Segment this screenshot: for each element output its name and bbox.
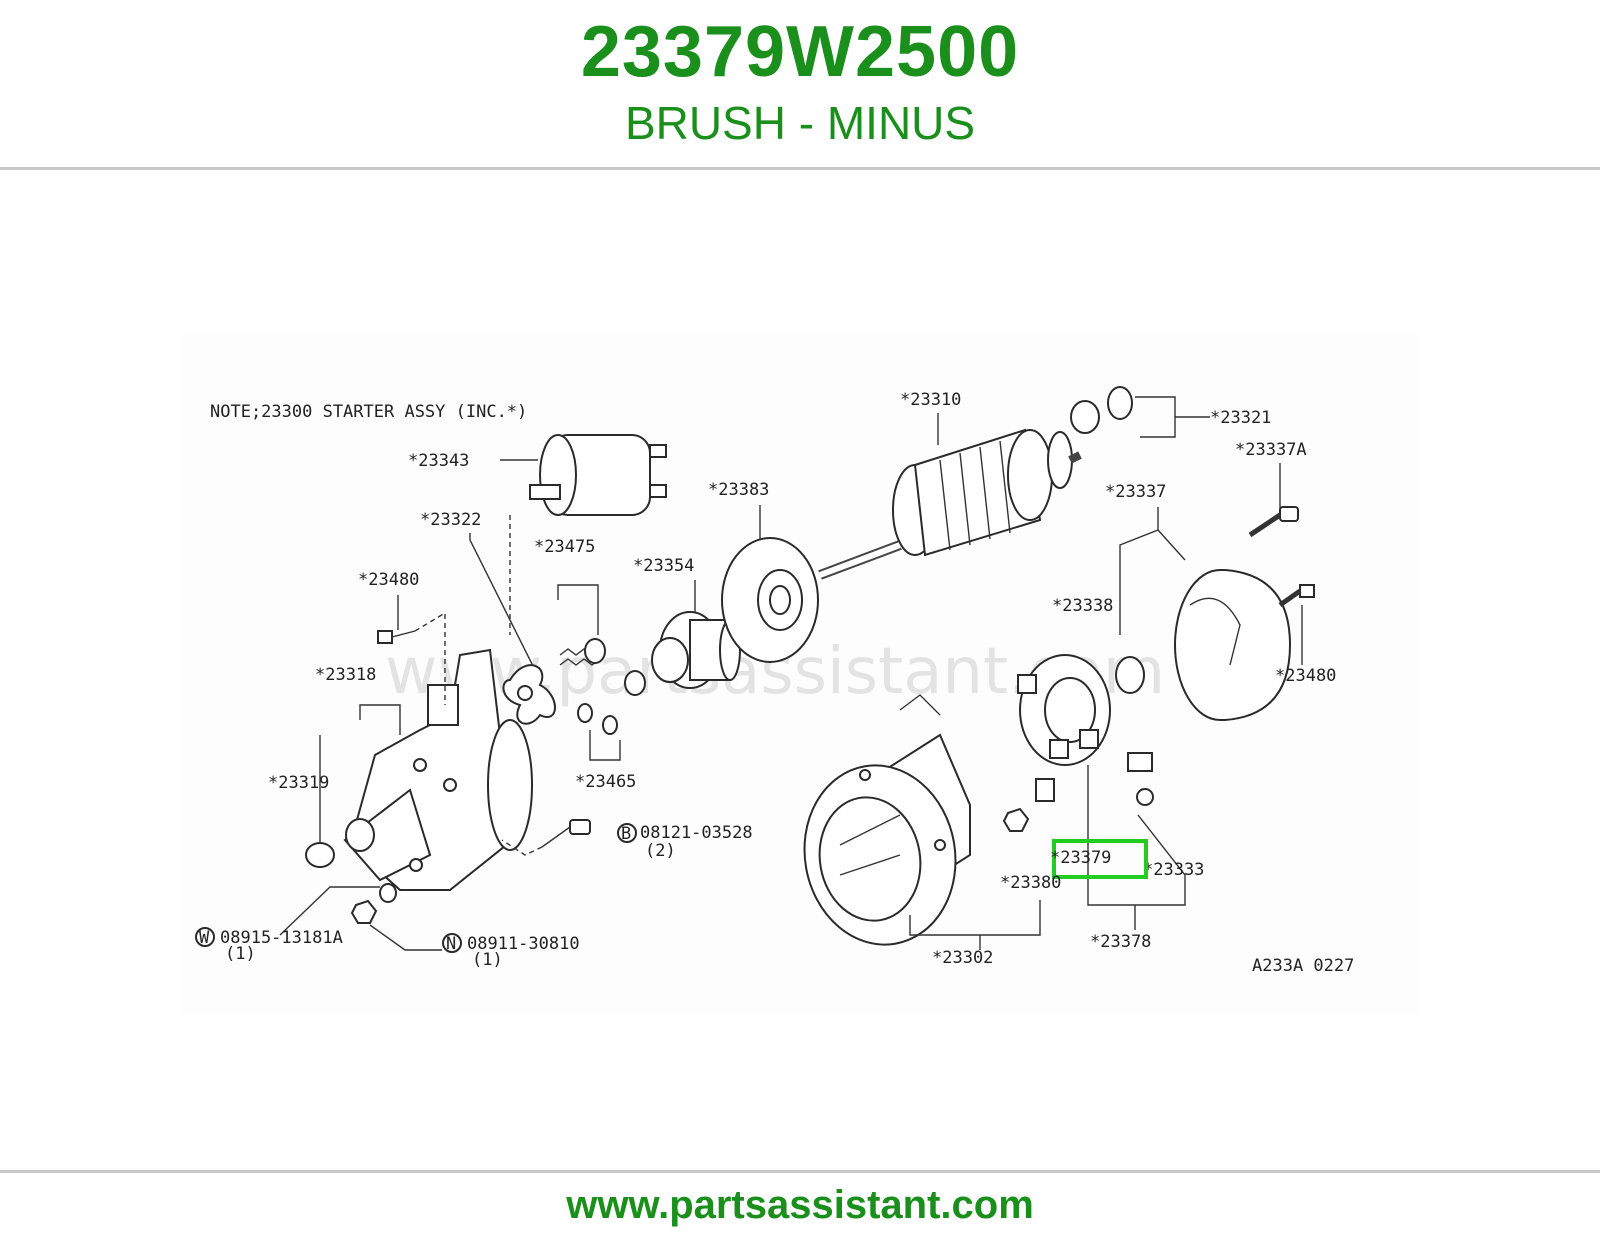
label-23380: *23380 [1000,873,1061,893]
center-plate-part[interactable] [721,537,819,663]
thrust-washer-part[interactable] [1070,400,1100,434]
brush-holder-part[interactable] [1017,654,1111,766]
label-23383: *23383 [708,480,769,500]
label-23321: *23321 [1210,408,1271,428]
label-08915-qty: (1) [225,944,256,964]
through-bolt-part[interactable] [541,819,591,848]
label-23333: *23333 [1143,860,1204,880]
label-08911-30810: 08911-30810 [467,934,580,954]
bushing-part[interactable] [305,842,335,868]
label-23310: *23310 [900,390,961,410]
through-bolt-23337a[interactable] [1248,506,1299,538]
exploded-parts-diagram: www.partsassistant.com NOTE;23300 STARTE… [180,335,1420,1015]
gear-housing-part[interactable] [343,648,533,891]
label-08121-qty: (2) [645,841,676,861]
label-23322: *23322 [420,510,481,530]
header-divider [0,167,1600,170]
label-23475: *23475 [534,537,595,557]
label-23343: *23343 [408,451,469,471]
bolt-part-left[interactable] [377,630,416,644]
washer-part-a[interactable] [577,703,593,723]
diagram-note: NOTE;23300 STARTER ASSY (INC.*) [210,402,527,422]
circle-n-marker [442,933,462,953]
label-23319: *23319 [268,773,329,793]
label-08915-13181a: 08915-13181A [220,928,343,948]
circle-w-letter: W [199,928,210,948]
circle-b-letter: B [621,824,631,844]
armature-part[interactable] [818,428,1082,580]
washer-w-part[interactable] [379,883,397,903]
washer-part-b[interactable] [602,715,618,735]
circle-b-marker [617,823,637,843]
yoke-field-coil-part[interactable] [791,694,971,957]
label-23480-right: *23480 [1275,666,1336,686]
highlight-box-23379[interactable] [1052,839,1148,879]
circle-n-letter: N [446,934,456,954]
part-number-title: 23379W2500 [580,12,1020,92]
footer-url-link[interactable]: www.partsassistant.com [566,1183,1034,1227]
label-23318: *23318 [315,665,376,685]
bearing-cap-part[interactable] [1107,386,1133,420]
page-header: 23379W2500 BRUSH - MINUS [0,0,1600,168]
label-23465: *23465 [575,772,636,792]
label-08121-03528: 08121-03528 [640,823,753,843]
label-23337: *23337 [1105,482,1166,502]
minus-brush-part[interactable] [1002,778,1055,832]
label-23338: *23338 [1052,596,1113,616]
label-23378: *23378 [1090,932,1151,952]
shift-lever-part[interactable] [502,664,556,725]
collar-part[interactable] [624,670,646,696]
brush-spring-part[interactable] [1127,752,1154,806]
label-23379: *23379 [1050,848,1111,868]
diagram-canvas: www.partsassistant.com NOTE;23300 STARTE… [195,386,1354,976]
bolt-part-right[interactable] [1278,584,1315,608]
label-23337a: *23337A [1235,440,1307,460]
bushing-part-rear[interactable] [1115,656,1145,694]
illustration-code: A233A 0227 [1252,956,1354,976]
ring-part[interactable] [584,638,606,664]
rear-cover-part[interactable] [1174,569,1292,721]
part-name-subtitle: BRUSH - MINUS [624,97,976,149]
label-23354: *23354 [633,556,694,576]
solenoid-part[interactable] [529,434,667,516]
footer-divider [0,1170,1600,1173]
nut-n-part[interactable] [350,899,378,924]
label-23480-left: *23480 [358,570,419,590]
pinion-clutch-part[interactable] [651,611,741,689]
label-23302: *23302 [932,948,993,968]
label-08911-qty: (1) [472,950,503,970]
circle-w-marker [195,927,215,947]
